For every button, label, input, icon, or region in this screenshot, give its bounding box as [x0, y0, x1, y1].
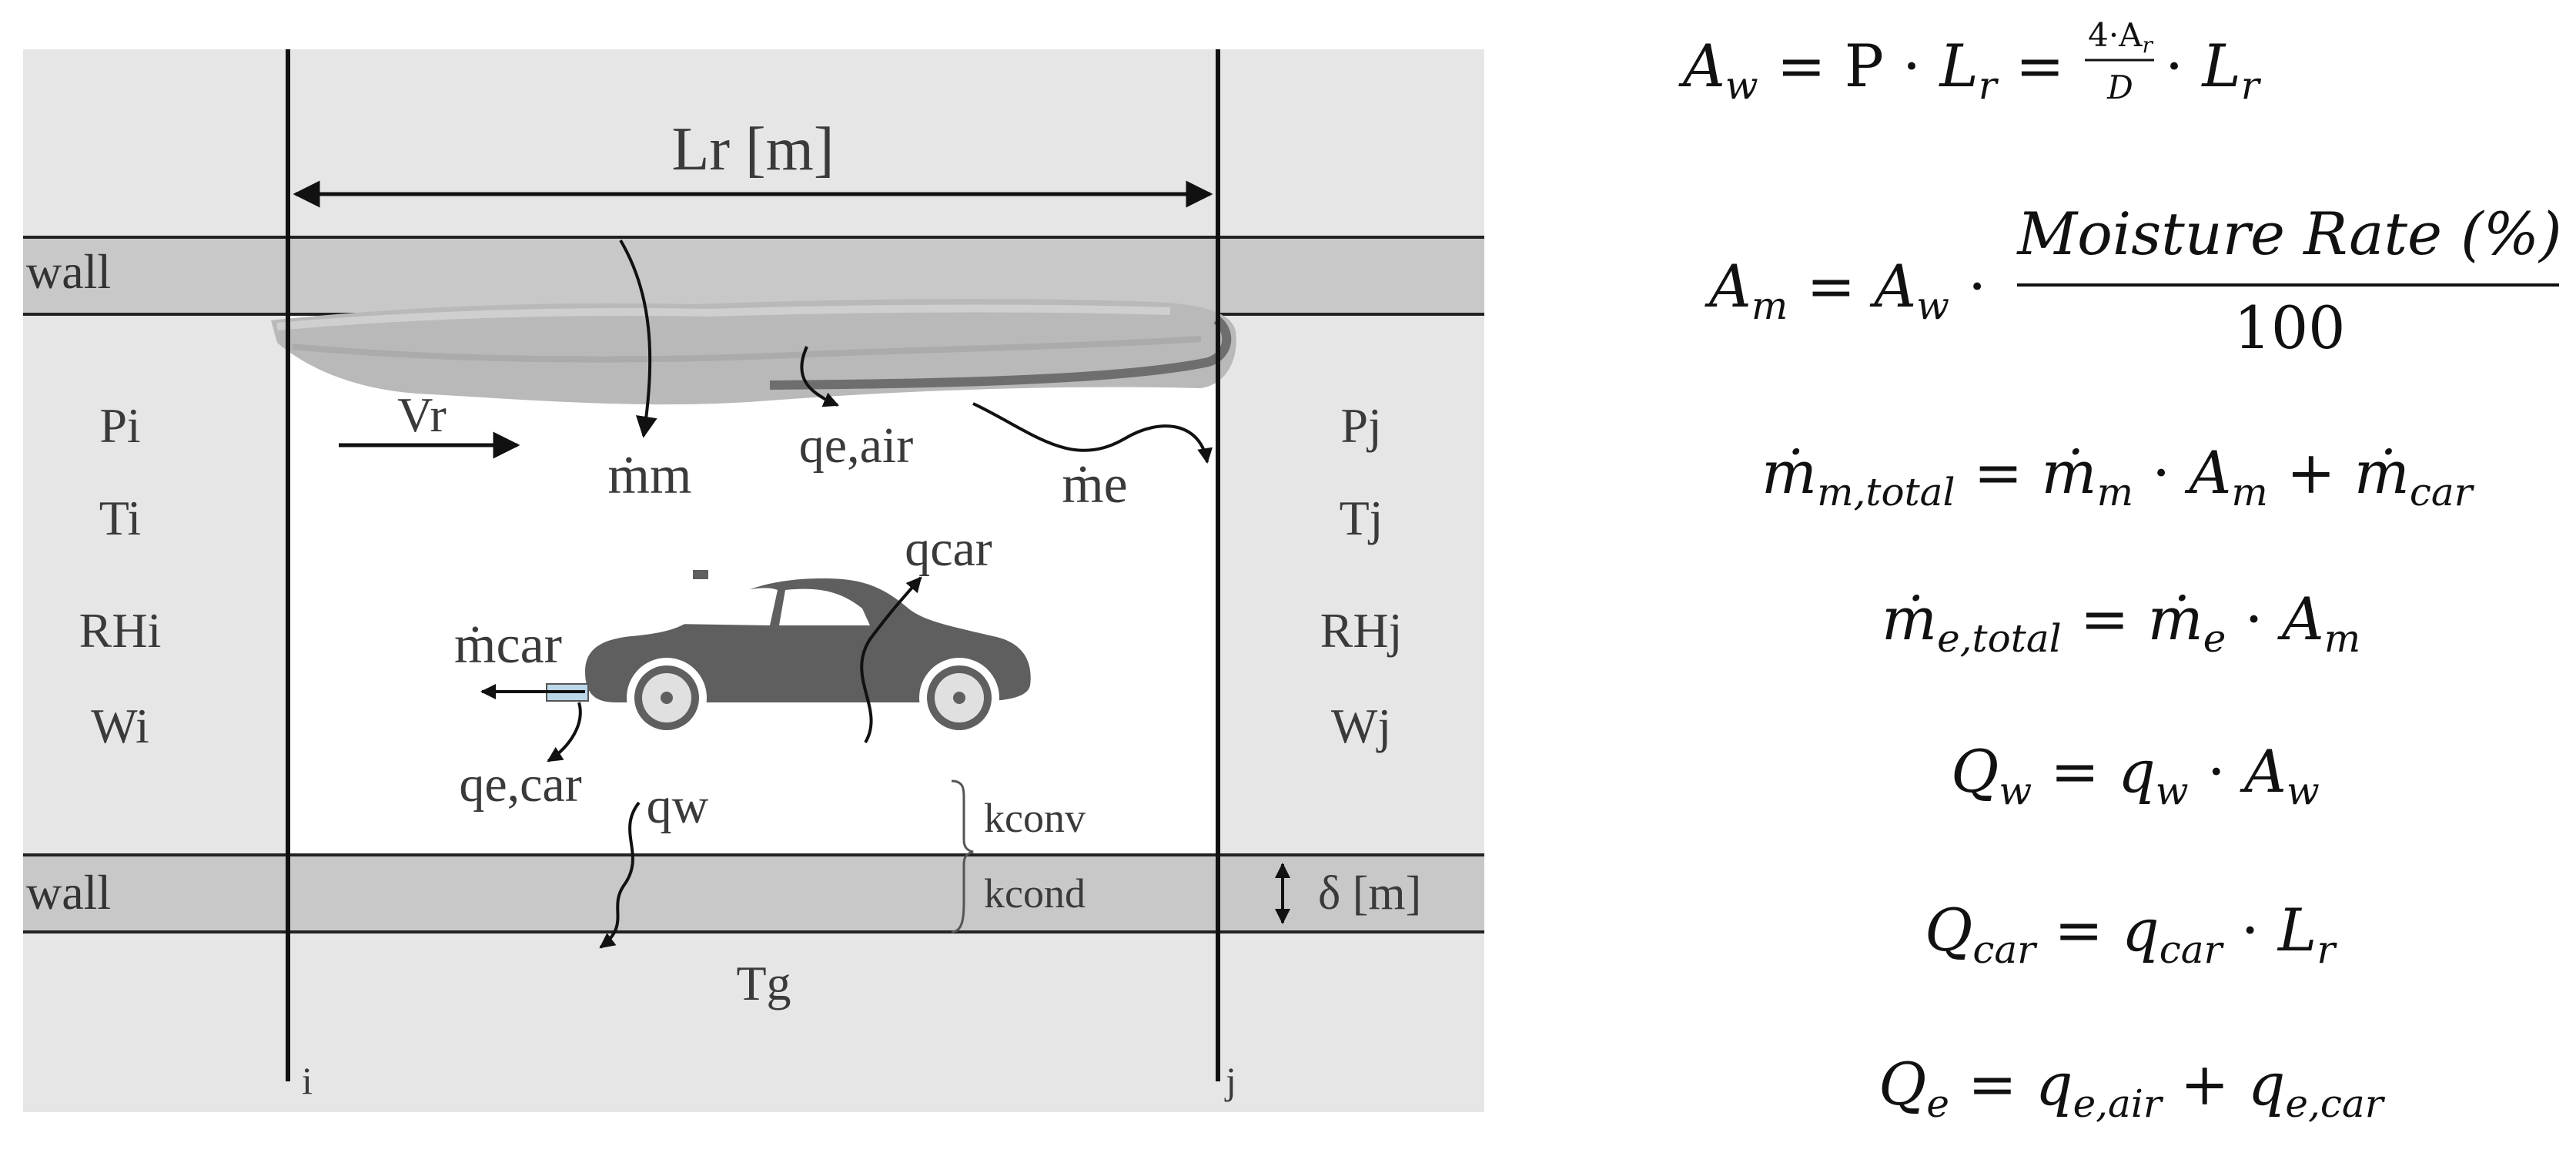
svg-text:100: 100	[2233, 293, 2345, 362]
evap-mass-arrow	[972, 402, 1213, 464]
outlet-pressure: Pj	[1340, 398, 1381, 453]
velocity-label: Vr	[397, 387, 447, 442]
top-wall-label: wall	[26, 244, 111, 299]
equation-evaporation-heat: Qe = qe,air + qe,car	[1878, 1050, 2386, 1126]
evap-heat-car-arrow	[547, 702, 582, 763]
outlet-temperature: Tj	[1340, 491, 1383, 545]
car-mass-label: ṁcar	[454, 615, 562, 675]
evap-heat-air-arrow	[800, 346, 839, 407]
svg-text:Aw = P · Lr =: Aw = P · Lr =	[1678, 32, 2065, 108]
bottom-wall-label: wall	[26, 865, 111, 920]
top-wall	[23, 237, 1484, 314]
svg-text:D: D	[2106, 69, 2133, 106]
thickness-label: δ [m]	[1318, 867, 1421, 920]
evap-heat-air-label: qe,air	[799, 417, 913, 474]
conduction-label: kcond	[984, 870, 1086, 917]
outlet-humidity-ratio: Wj	[1331, 699, 1391, 753]
svg-text:· Lr: · Lr	[2165, 32, 2262, 108]
equation-total-evaporation: ṁe,total = ṁe · Am	[1882, 585, 2360, 661]
equation-wall-area: Aw = P · Lr = 4·Ar D · Lr	[1678, 16, 2262, 108]
equation-total-moisture: ṁm,total = ṁm · Am + ṁcar	[1761, 438, 2475, 514]
inlet-pressure: Pi	[99, 398, 140, 453]
svg-text:Qcar = qcar · Lr: Qcar = qcar · Lr	[1925, 896, 2337, 972]
svg-text:ṁe,total = ṁe · Am: ṁe,total = ṁe · Am	[1882, 585, 2360, 661]
car-icon	[546, 570, 1031, 738]
evap-mass-label: ṁe	[1062, 455, 1128, 514]
inlet-temperature: Ti	[99, 491, 142, 545]
evap-heat-car-label: qe,car	[459, 756, 581, 813]
moisture-flux-arrow	[619, 239, 657, 438]
inlet-humidity-ratio: Wi	[91, 699, 149, 753]
node-i-label: i	[302, 1059, 313, 1102]
moisture-mass-label: ṁm	[608, 446, 692, 505]
outlet-humidity: RHj	[1320, 603, 1403, 658]
equation-wall-heat: Qw = qw · Aw	[1951, 737, 2320, 813]
equation-moisture-area: Am = Aw · Moisture Rate (%) 100	[1705, 199, 2562, 362]
convection-brace	[951, 779, 974, 933]
span-label: Lr [m]	[671, 116, 834, 183]
svg-text:4·Ar: 4·Ar	[2088, 16, 2153, 58]
ground-temperature-label: Tg	[736, 956, 791, 1011]
tunnel-interior	[288, 314, 1218, 855]
svg-text:Moisture Rate (%): Moisture Rate (%)	[2016, 199, 2561, 268]
car-heat-arrow	[860, 576, 922, 744]
svg-text:ṁm,total = ṁm · Am + ṁcar: ṁm,total = ṁm · Am + ṁcar	[1761, 438, 2475, 514]
bottom-wall	[23, 855, 1484, 932]
inlet-humidity: RHi	[79, 603, 162, 658]
svg-text:Qw = qw · Aw: Qw = qw · Aw	[1951, 737, 2320, 813]
wall-heat-label: qw	[647, 778, 709, 834]
svg-text:Am = Aw ·: Am = Aw ·	[1705, 252, 1986, 328]
equation-car-heat: Qcar = qcar · Lr	[1925, 896, 2337, 972]
svg-text:Qe = qe,air + qe,car: Qe = qe,air + qe,car	[1878, 1050, 2386, 1126]
convection-label: kconv	[984, 795, 1086, 841]
node-j-label: j	[1224, 1059, 1236, 1102]
car-heat-label: qcar	[905, 521, 992, 577]
wall-heat-arrow	[599, 801, 641, 949]
